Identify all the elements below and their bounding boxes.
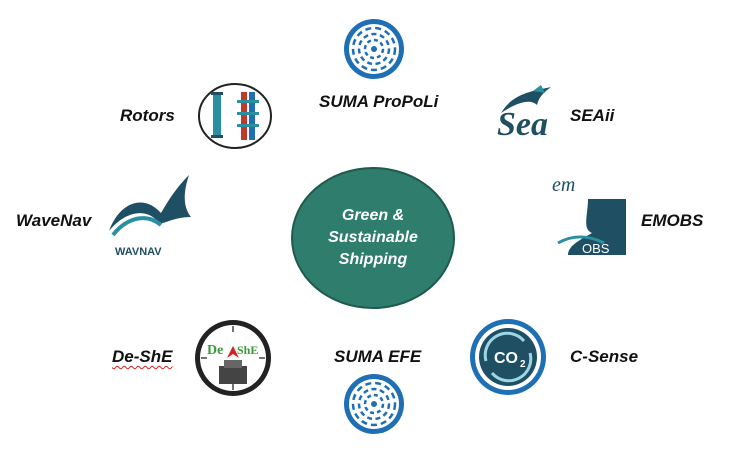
- emobs-logo-text-top: em: [552, 174, 575, 196]
- suma-fan-icon: [344, 374, 404, 434]
- center-line-2: Sustainable: [328, 229, 418, 246]
- label-suma-propoli: SUMA ProPoLi: [319, 92, 439, 111]
- center-line-3: Shipping: [338, 251, 408, 268]
- label-seaii: SEAii: [570, 106, 615, 125]
- de-she-logo-text-right: ShE: [237, 343, 258, 357]
- sea-wave-logo: Sea: [497, 85, 551, 141]
- ship-bow-logo: em OBS: [552, 174, 626, 256]
- center-line-1: Green &: [341, 207, 405, 224]
- wavenav-logo-text: WAVNAV: [115, 246, 162, 258]
- co2-text: CO: [494, 350, 518, 367]
- de-she-logo-text-left: De: [207, 343, 223, 358]
- suma-fan-icon: [344, 19, 404, 79]
- co2-cycle-icon: CO 2: [470, 319, 546, 395]
- label-suma-efe: SUMA EFE: [334, 347, 422, 366]
- sea-logo-text: Sea: [497, 106, 548, 141]
- rotor-columns-icon: [198, 83, 272, 149]
- center-title: Green & Sustainable Shipping: [328, 205, 418, 271]
- emobs-logo-text-bottom: OBS: [582, 241, 610, 256]
- center-circle: Green & Sustainable Shipping: [291, 167, 455, 309]
- label-c-sense: C-Sense: [570, 347, 639, 366]
- label-wavenav: WaveNav: [16, 211, 92, 230]
- de-she-compass-logo: De ShE: [195, 320, 271, 396]
- co2-subscript: 2: [520, 359, 526, 370]
- wave-logo: WAVNAV: [109, 175, 191, 258]
- label-de-she: De-ShE: [112, 347, 173, 366]
- label-emobs: EMOBS: [641, 211, 704, 230]
- label-rotors: Rotors: [120, 106, 175, 125]
